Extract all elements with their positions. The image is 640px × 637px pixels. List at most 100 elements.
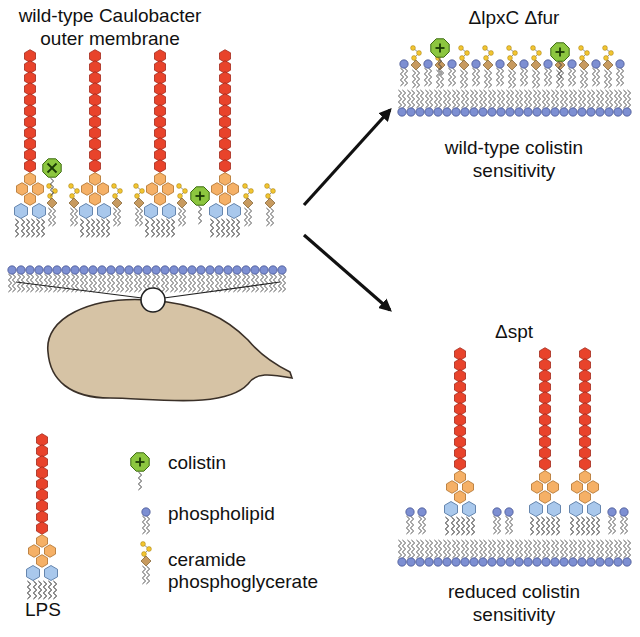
lipid-tail: [120, 274, 123, 292]
phospholipid-head: [407, 558, 415, 566]
lipid-tail: [248, 208, 251, 226]
phospholipid-head: [107, 266, 115, 274]
phospholipid-head: [448, 60, 456, 68]
sugar-hexagon: [588, 502, 601, 517]
lipid-tail: [113, 208, 116, 226]
phospholipid-head: [416, 558, 424, 566]
lipid-tail: [434, 90, 437, 108]
lipid-tail: [404, 68, 407, 86]
ceramide-diamond: [177, 198, 187, 208]
phospholipid-head: [434, 108, 442, 116]
lipid-tail: [443, 90, 446, 108]
phospholipid-head: [224, 266, 232, 274]
phospholipid-head: [497, 558, 505, 566]
lipid-tail: [528, 540, 531, 558]
lipid-tail: [461, 90, 464, 108]
sugar-hexagon: [580, 471, 591, 484]
lipid-tail: [493, 516, 496, 534]
lipid-tail: [479, 540, 482, 558]
glycerate-dot: [265, 184, 270, 189]
lipid-tail: [474, 90, 477, 108]
lipid-tail: [578, 90, 581, 108]
panel-caption: reduced colistin sensitivity: [414, 580, 614, 626]
lipid-tail: [138, 274, 141, 292]
lipid-tail: [586, 517, 589, 535]
lipid-tail: [201, 274, 204, 292]
glycerate-dot: [75, 189, 80, 194]
lipid-tail: [282, 274, 285, 292]
phospholipid-head: [551, 558, 559, 566]
phospholipid-head: [587, 558, 595, 566]
lipid-tail: [542, 90, 545, 108]
glycerate-dot: [532, 56, 537, 61]
lipid-tail: [416, 70, 419, 88]
lipid-tail: [57, 274, 60, 292]
lipid-tail: [582, 540, 585, 558]
lipid-tail: [576, 517, 579, 535]
charge-mark: [139, 458, 141, 467]
phospholipid-head: [398, 108, 406, 116]
lipid-tail: [573, 90, 576, 108]
glycerate-dot: [178, 194, 183, 199]
phospholipid-head: [434, 558, 442, 566]
lipid-tail: [425, 90, 428, 108]
lipid-tail: [210, 219, 213, 237]
lipid-tail: [8, 274, 11, 292]
sugar-hexagon: [532, 481, 543, 494]
ceramide-diamond: [112, 198, 122, 208]
lipid-tail: [591, 517, 594, 535]
lipid-tail: [612, 516, 615, 534]
phospholipid-head: [542, 558, 550, 566]
lipid-tail: [492, 540, 495, 558]
lipid-tail: [497, 540, 500, 558]
lipid-tail: [488, 70, 491, 88]
phospholipid-head: [269, 266, 277, 274]
lipid-tail: [447, 90, 450, 108]
lipid-tail: [533, 540, 536, 558]
lipid-tail: [484, 70, 487, 88]
lipid-tail: [470, 90, 473, 108]
lipid-tail: [407, 90, 410, 108]
phospholipid-head: [35, 266, 43, 274]
phospholipid-head: [542, 108, 550, 116]
lipid-tail: [488, 540, 491, 558]
lipid-tail: [620, 68, 623, 86]
lipid-tail: [255, 274, 258, 292]
phospholipid-head: [560, 108, 568, 116]
phospholipid-head: [605, 108, 613, 116]
panel-heading: ΔlpxC Δfur: [414, 6, 614, 29]
lipid-tail: [102, 274, 105, 292]
sugar-hexagon: [45, 566, 58, 581]
glycerate-dot: [609, 51, 614, 56]
lipid-tail: [438, 90, 441, 108]
panel: Δsptreduced colistin sensitivity: [392, 300, 636, 630]
glycerate-dot: [489, 51, 494, 56]
phospholipid-head: [544, 60, 552, 68]
lipid-tail: [501, 90, 504, 108]
glycerate-dot: [580, 56, 585, 61]
glycerate-dot: [118, 189, 123, 194]
sugar-hexagon: [570, 502, 583, 517]
ceramide-diamond: [141, 556, 151, 566]
sugar-hexagon: [147, 183, 158, 196]
lipid-tail: [623, 540, 626, 558]
phospholipid-head: [416, 108, 424, 116]
sugar-hexagon: [540, 471, 551, 484]
lipid-tail: [111, 274, 114, 292]
lipid-tail: [30, 274, 33, 292]
lipid-tail: [623, 90, 626, 108]
phospholipid-head: [425, 558, 433, 566]
lipid-tail: [591, 90, 594, 108]
phospholipid-head: [206, 266, 214, 274]
lipid-tail: [624, 516, 627, 534]
phospholipid-head: [125, 266, 133, 274]
sugar-hexagon: [25, 160, 36, 173]
phospholipid-head: [170, 266, 178, 274]
lipid-tail: [36, 219, 39, 237]
glycerate-dot: [244, 194, 249, 199]
glycerate-dot: [460, 56, 465, 61]
colistin-symbol: [43, 159, 61, 177]
lipid-tail: [556, 517, 559, 535]
glycerate-dot: [140, 189, 145, 194]
